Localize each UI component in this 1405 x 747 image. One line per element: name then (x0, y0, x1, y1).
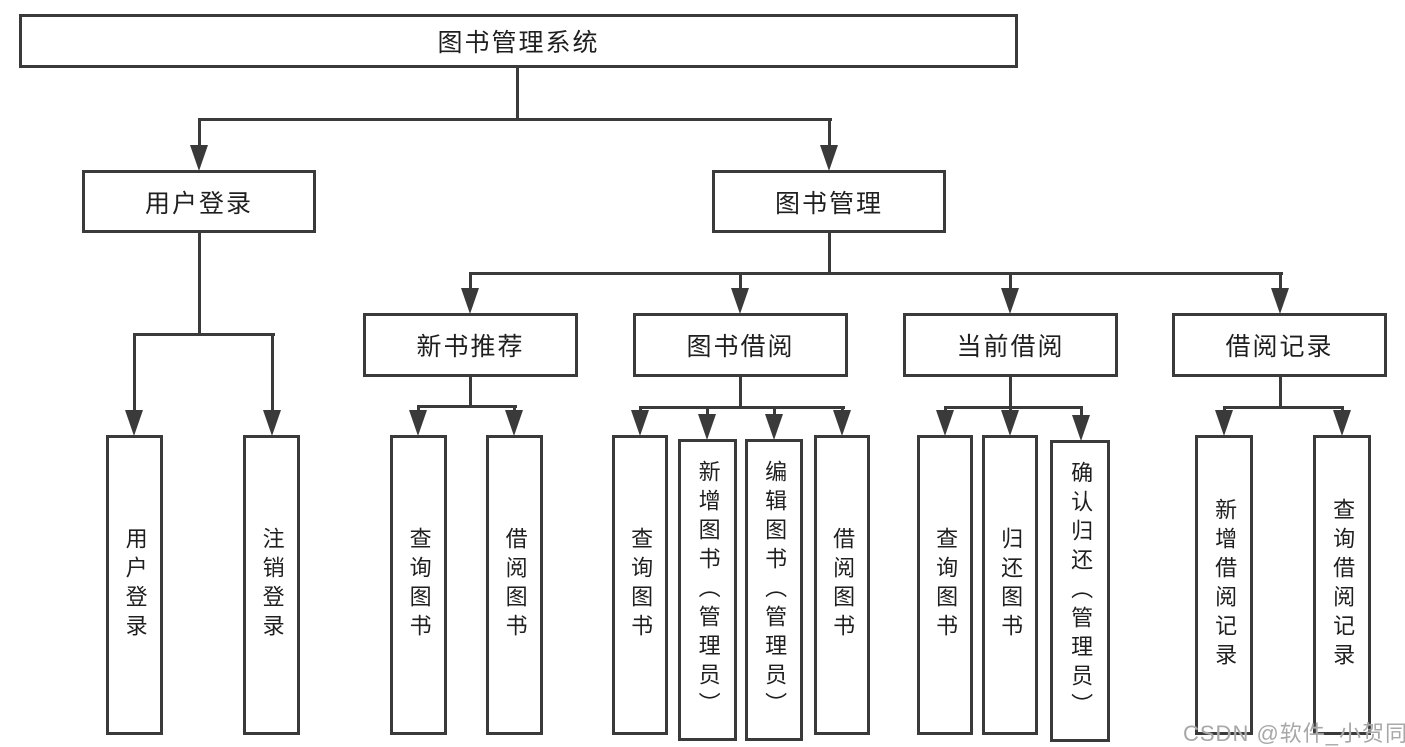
node-leaf-return-book-label: 归还图书 (998, 527, 1024, 643)
arrow-down-icon (125, 410, 143, 436)
connector-line (513, 405, 516, 412)
node-new-book-recommend-label: 新书推荐 (416, 333, 525, 361)
connector-line (469, 272, 472, 290)
node-new-book-recommend: 新书推荐 (363, 313, 578, 377)
connector-line (639, 406, 642, 413)
connector-line (1080, 406, 1083, 417)
node-leaf-query-books-2: 查询图书 (612, 435, 668, 735)
node-leaf-query-books-3-label: 查询图书 (933, 527, 959, 643)
arrow-down-icon (1333, 410, 1351, 436)
connector-line (271, 333, 274, 412)
connector-line (1279, 272, 1282, 290)
connector-line (417, 405, 420, 412)
arrow-down-icon (936, 410, 954, 436)
node-leaf-logout-label: 注销登录 (259, 527, 285, 643)
node-current-borrow: 当前借阅 (903, 313, 1118, 377)
node-leaf-query-borrow-record-label: 查询借阅记录 (1330, 498, 1356, 672)
node-book-borrow-label: 图书借阅 (686, 333, 795, 361)
node-book-management: 图书管理 (712, 170, 946, 233)
connector-line (469, 377, 472, 407)
node-leaf-add-borrow-record: 新增借阅记录 (1195, 435, 1253, 735)
connector-line (944, 406, 1083, 409)
node-leaf-add-book-admin: 新增图书（管理员） (678, 439, 737, 741)
arrow-down-icon (1072, 415, 1090, 441)
arrow-down-icon (1271, 288, 1289, 314)
arrow-down-icon (461, 288, 479, 314)
arrow-down-icon (409, 410, 427, 436)
node-leaf-logout: 注销登录 (243, 435, 300, 735)
connector-line (1279, 377, 1282, 408)
connector-line (1009, 406, 1012, 413)
arrow-down-icon (1001, 288, 1019, 314)
connector-line (198, 118, 832, 121)
node-root-label: 图书管理系统 (437, 29, 600, 57)
connector-line (198, 118, 201, 147)
node-leaf-edit-book-admin-label: 编辑图书（管理员） (762, 459, 788, 721)
node-leaf-query-books-1: 查询图书 (390, 435, 447, 735)
node-current-borrow-label: 当前借阅 (956, 333, 1065, 361)
connector-line (198, 233, 201, 335)
arrow-down-icon (631, 410, 649, 436)
node-leaf-query-borrow-record: 查询借阅记录 (1313, 435, 1371, 735)
node-root: 图书管理系统 (19, 14, 1018, 68)
node-leaf-borrow-books-1: 借阅图书 (486, 435, 543, 735)
arrow-down-icon (765, 414, 783, 440)
connector-line (417, 405, 517, 408)
node-leaf-add-borrow-record-label: 新增借阅记录 (1212, 498, 1238, 672)
node-leaf-confirm-return-admin: 确认归还（管理员） (1050, 440, 1110, 742)
node-leaf-borrow-books-2-label: 借阅图书 (830, 527, 856, 643)
node-borrow-records: 借阅记录 (1172, 313, 1387, 377)
node-leaf-query-books-3: 查询图书 (917, 435, 973, 735)
connector-line (469, 272, 1283, 275)
arrow-down-icon (833, 410, 851, 436)
connector-line (133, 333, 275, 336)
connector-line (739, 377, 742, 408)
node-borrow-records-label: 借阅记录 (1225, 333, 1334, 361)
arrow-down-icon (1001, 410, 1019, 436)
arrow-down-icon (698, 414, 716, 440)
node-leaf-add-book-admin-label: 新增图书（管理员） (695, 459, 721, 721)
connector-line (739, 272, 742, 290)
node-leaf-user-login: 用户登录 (106, 435, 163, 735)
node-leaf-borrow-books-2: 借阅图书 (814, 435, 870, 735)
node-leaf-return-book: 归还图书 (982, 435, 1038, 735)
connector-line (1223, 406, 1344, 409)
arrow-down-icon (820, 145, 838, 171)
node-leaf-borrow-books-1-label: 借阅图书 (502, 527, 528, 643)
node-user-login: 用户登录 (82, 170, 316, 233)
arrow-down-icon (190, 145, 208, 171)
connector-line (773, 406, 776, 417)
connector-line (1223, 406, 1226, 413)
node-leaf-query-books-2-label: 查询图书 (628, 527, 654, 643)
connector-line (133, 333, 136, 412)
node-leaf-query-books-1-label: 查询图书 (406, 527, 432, 643)
node-leaf-confirm-return-admin-label: 确认归还（管理员） (1068, 460, 1094, 722)
connector-line (516, 67, 519, 121)
connector-line (639, 406, 845, 409)
connector-line (828, 233, 831, 274)
connector-line (841, 406, 844, 413)
connector-line (706, 406, 709, 417)
node-leaf-edit-book-admin: 编辑图书（管理员） (745, 439, 803, 741)
connector-line (1341, 406, 1344, 413)
connector-line (944, 406, 947, 413)
node-book-borrow: 图书借阅 (633, 313, 848, 377)
arrow-down-icon (731, 288, 749, 314)
node-book-management-label: 图书管理 (774, 189, 883, 218)
arrow-down-icon (263, 410, 281, 436)
csdn-watermark: CSDN @软件_小贺同学 (1183, 721, 1405, 746)
arrow-down-icon (505, 410, 523, 436)
arrow-down-icon (1215, 410, 1233, 436)
node-leaf-user-login-label: 用户登录 (122, 527, 148, 643)
connector-line (828, 118, 831, 147)
node-user-login-label: 用户登录 (144, 189, 253, 218)
connector-line (1009, 377, 1012, 408)
connector-line (1009, 272, 1012, 290)
